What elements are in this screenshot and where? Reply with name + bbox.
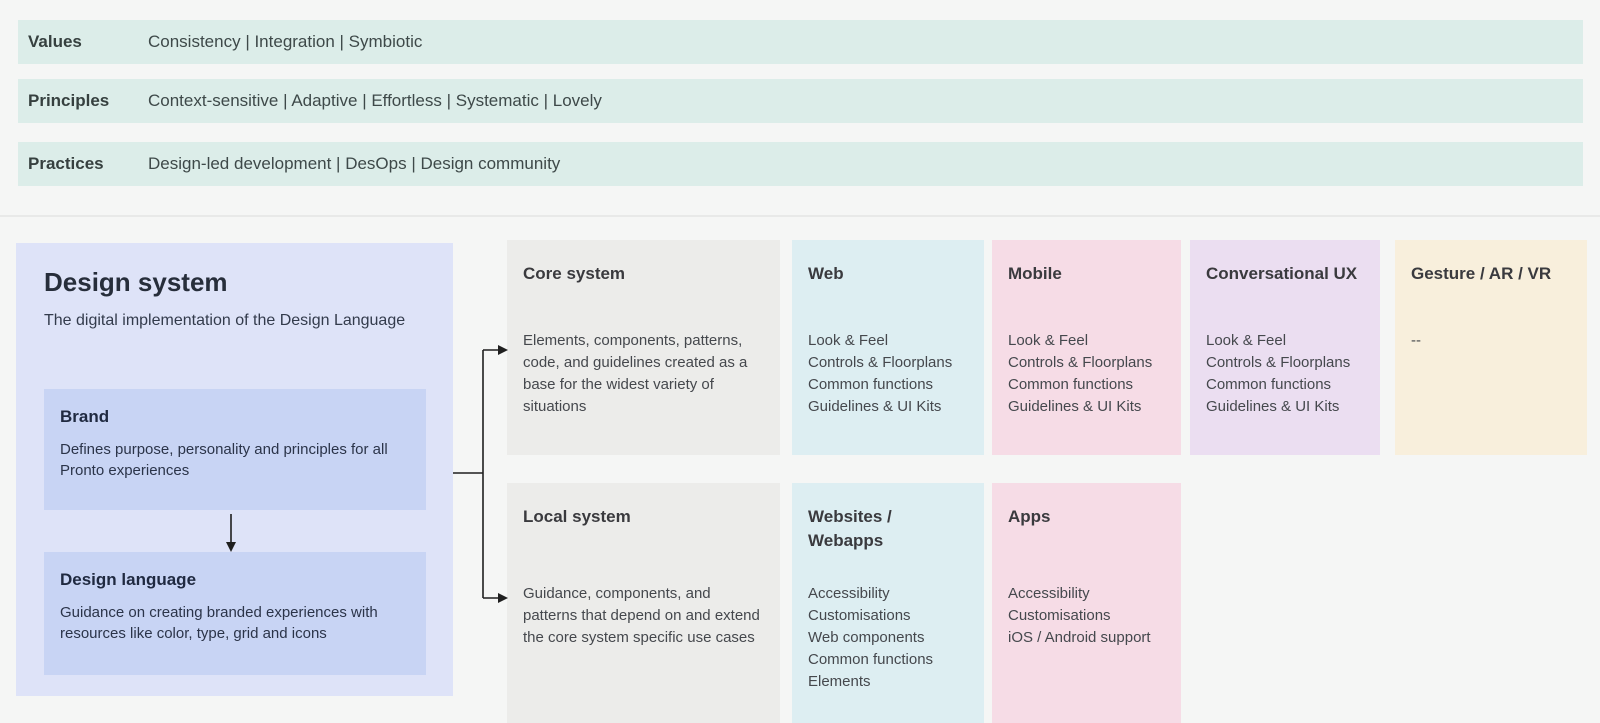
principles-bar: Principles Context-sensitive | Adaptive … — [18, 79, 1583, 123]
list-line: Look & Feel — [808, 332, 889, 349]
websites-webapps-title: Websites / Webapps — [808, 507, 892, 550]
list-line: Common functions — [1008, 376, 1134, 393]
list-line: Guidelines & UI Kits — [808, 398, 942, 415]
list-line: Guidelines & UI Kits — [1206, 398, 1340, 415]
core-system-card: Core system Elements, components, patter… — [507, 240, 780, 455]
practices-list: Design-led development | DesOps | Design… — [148, 154, 561, 173]
gesture-ar-vr-card: Gesture / AR / VR -- — [1395, 240, 1587, 455]
design-system-title: Design system — [44, 267, 228, 297]
list-line: Look & Feel — [1008, 332, 1089, 349]
list-line: Controls & Floorplans — [1008, 354, 1153, 371]
values-list: Consistency | Integration | Symbiotic — [148, 32, 423, 51]
local-system-card: Local system Guidance, components, and p… — [507, 483, 780, 723]
list-line: Web components — [808, 629, 925, 646]
apps-title: Apps — [1008, 507, 1051, 526]
gesture-ar-vr-items: -- — [1411, 330, 1573, 352]
list-line: iOS / Android support — [1008, 629, 1151, 646]
brand-title: Brand — [60, 407, 110, 426]
design-system-panel: Design system The digital implementation… — [16, 243, 453, 696]
principles-list: Context-sensitive | Adaptive | Effortles… — [148, 91, 602, 110]
brand-description: Defines purpose, personality and princip… — [60, 441, 388, 479]
design-language-description: Guidance on creating branded experiences… — [60, 604, 378, 642]
list-line: Controls & Floorplans — [808, 354, 953, 371]
list-line: Customisations — [1008, 607, 1111, 624]
section-divider — [0, 215, 1600, 217]
list-line: Guidelines & UI Kits — [1008, 398, 1142, 415]
list-line: Elements — [808, 673, 871, 690]
practices-label: Practices — [28, 154, 104, 173]
list-line: Customisations — [808, 607, 911, 624]
principles-label: Principles — [28, 91, 110, 110]
list-line: Controls & Floorplans — [1206, 354, 1351, 371]
gesture-ar-vr-title: Gesture / AR / VR — [1411, 264, 1552, 283]
local-system-title: Local system — [523, 507, 631, 526]
practices-bar: Practices Design-led development | DesOp… — [18, 142, 1583, 186]
design-language-card: Design language Guidance on creating bra… — [44, 552, 426, 675]
list-line: Common functions — [808, 651, 934, 668]
conversational-ux-title: Conversational UX — [1206, 264, 1358, 283]
list-line: Accessibility — [808, 585, 890, 602]
list-line: Common functions — [808, 376, 934, 393]
web-title: Web — [808, 264, 844, 283]
list-line: -- — [1411, 332, 1421, 349]
core-system-description: Elements, components, patterns, code, an… — [523, 332, 748, 415]
values-label: Values — [28, 32, 82, 51]
brand-card: Brand Defines purpose, personality and p… — [44, 389, 426, 510]
mobile-title: Mobile — [1008, 264, 1062, 283]
list-line: Look & Feel — [1206, 332, 1287, 349]
list-line: Common functions — [1206, 376, 1332, 393]
list-line: Accessibility — [1008, 585, 1090, 602]
design-system-subtitle: The digital implementation of the Design… — [44, 312, 406, 329]
local-system-description: Guidance, components, and patterns that … — [523, 585, 760, 646]
panel-to-systems-branch-line — [453, 349, 499, 599]
values-bar: Values Consistency | Integration | Symbi… — [18, 20, 1583, 64]
design-language-title: Design language — [60, 570, 197, 589]
core-system-title: Core system — [523, 264, 626, 283]
